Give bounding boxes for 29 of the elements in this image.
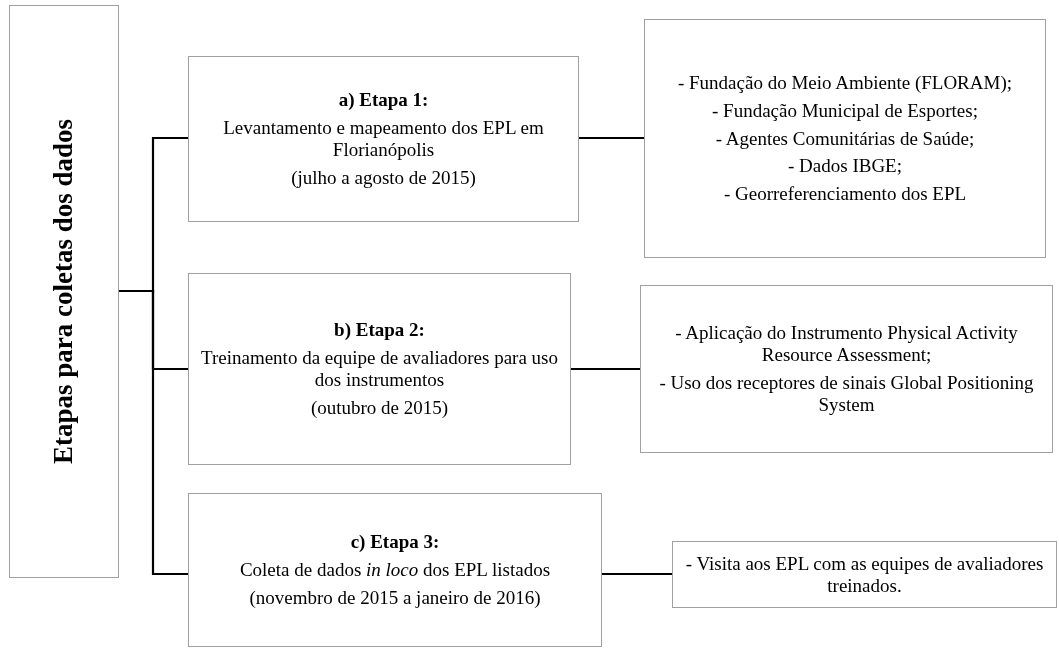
- list-item: - Dados IBGE;: [788, 155, 902, 178]
- stage-description: Coleta de dados in loco dos EPL listados: [239, 559, 551, 581]
- text-box: [188, 56, 579, 222]
- text-box: [644, 19, 1046, 258]
- list-item: - Aplicação do Instrumento Physical Activity Resource Assessment;: [674, 322, 1019, 366]
- vertical-heading: Etapas para coletas dos dados: [48, 118, 80, 465]
- date-range: (julho a agosto de 2015): [291, 166, 476, 189]
- text-box: [188, 273, 571, 465]
- connector-line: [579, 136, 644, 140]
- text-box: [672, 541, 1057, 608]
- stage-heading: c) Etapa 3:: [350, 531, 440, 554]
- list-item: - Agentes Comunitárias de Saúde;: [715, 127, 975, 150]
- list-item: - Georreferenciamento dos EPL: [723, 183, 967, 206]
- connector-line: [602, 572, 672, 576]
- list-item: - Fundação do Meio Ambiente (FLORAM);: [677, 71, 1012, 94]
- list-item: - Fundação Municipal de Esportes;: [712, 99, 978, 122]
- connector-line: [571, 367, 640, 371]
- stage-description: Levantamento e mapeamento dos EPL em Florianópolis: [222, 117, 545, 161]
- connector-line: [119, 289, 188, 576]
- text-box: [640, 285, 1053, 453]
- text-box: [188, 493, 602, 647]
- date-range: (novembro de 2015 a janeiro de 2016): [249, 586, 541, 609]
- stage-heading: a) Etapa 1:: [338, 89, 429, 112]
- list-item: - Uso dos receptores de sinais Global Positioning System: [658, 372, 1035, 416]
- stage-description: Treinamento da equipe de avaliadores para uso dos instrumentos: [200, 347, 559, 391]
- list-item: - Visita aos EPL com as equipes de avaliadores treinados.: [684, 552, 1045, 597]
- stage-heading: b) Etapa 2:: [334, 319, 425, 342]
- title-box: [9, 5, 119, 578]
- date-range: (outubro de 2015): [310, 396, 449, 419]
